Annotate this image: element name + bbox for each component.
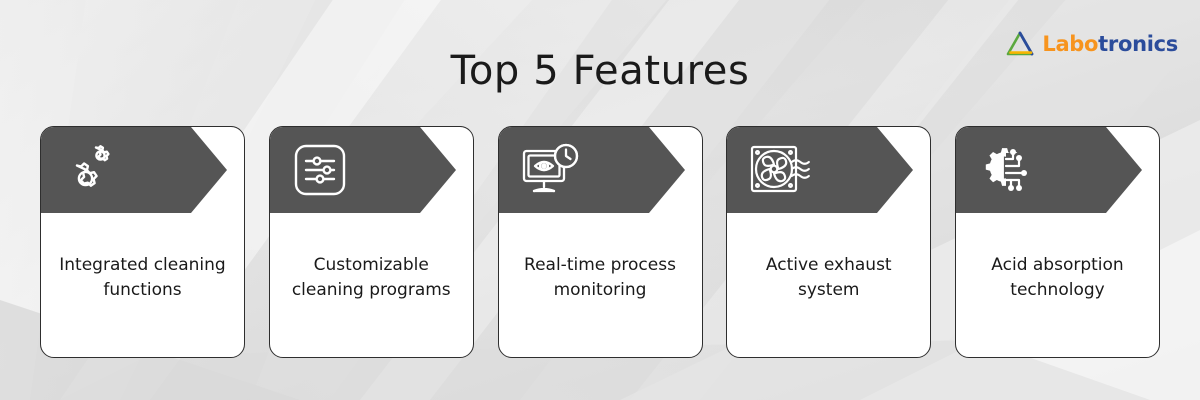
brand-logo: Labotronics bbox=[1005, 30, 1178, 58]
brand-wordmark: Labotronics bbox=[1042, 31, 1178, 56]
feature-card-row: Integrated cleaning functions bbox=[40, 126, 1160, 358]
card-body-5: Acid absorption technology bbox=[956, 213, 1159, 357]
exhaust-fan-airflow-icon bbox=[751, 145, 811, 193]
gear-circuit-icon bbox=[985, 148, 1027, 191]
feature-label-5: Acid absorption technology bbox=[991, 254, 1124, 301]
page-title: Top 5 Features bbox=[450, 48, 750, 94]
feature-label-3: Real-time process monitoring bbox=[524, 254, 676, 301]
card-body-1: Integrated cleaning functions bbox=[41, 213, 244, 357]
card-banner-4 bbox=[727, 127, 930, 213]
feature-card-5[interactable]: Acid absorption technology bbox=[955, 126, 1160, 358]
monitor-eye-clock-icon bbox=[522, 143, 578, 193]
card-body-3: Real-time process monitoring bbox=[499, 213, 702, 357]
card-banner-3 bbox=[498, 127, 702, 213]
feature-card-1[interactable]: Integrated cleaning functions bbox=[40, 126, 245, 358]
brand-wordmark-part-2: tronics bbox=[1098, 31, 1178, 56]
card-banner-1 bbox=[41, 127, 244, 213]
card-banner-2 bbox=[269, 127, 473, 213]
banner-arrow-shape bbox=[269, 127, 456, 213]
card-banner-5 bbox=[956, 127, 1159, 213]
triangle-logo-icon bbox=[1007, 31, 1034, 56]
feature-label-4: Active exhaust system bbox=[765, 254, 892, 301]
feature-card-2[interactable]: Customizable cleaning programs bbox=[268, 126, 474, 358]
brand-wordmark-part-1: Labo bbox=[1042, 31, 1099, 56]
feature-card-4[interactable]: Active exhaust system bbox=[726, 126, 932, 358]
feature-card-3[interactable]: Real-time process monitoring bbox=[497, 126, 703, 358]
gears-icon bbox=[75, 145, 110, 187]
card-body-2: Customizable cleaning programs bbox=[270, 213, 473, 357]
sliders-settings-icon bbox=[294, 144, 345, 196]
card-body-4: Active exhaust system bbox=[727, 213, 930, 357]
feature-label-1: Integrated cleaning functions bbox=[59, 254, 226, 301]
feature-label-2: Customizable cleaning programs bbox=[291, 254, 451, 301]
banner-arrow-shape bbox=[41, 127, 227, 213]
